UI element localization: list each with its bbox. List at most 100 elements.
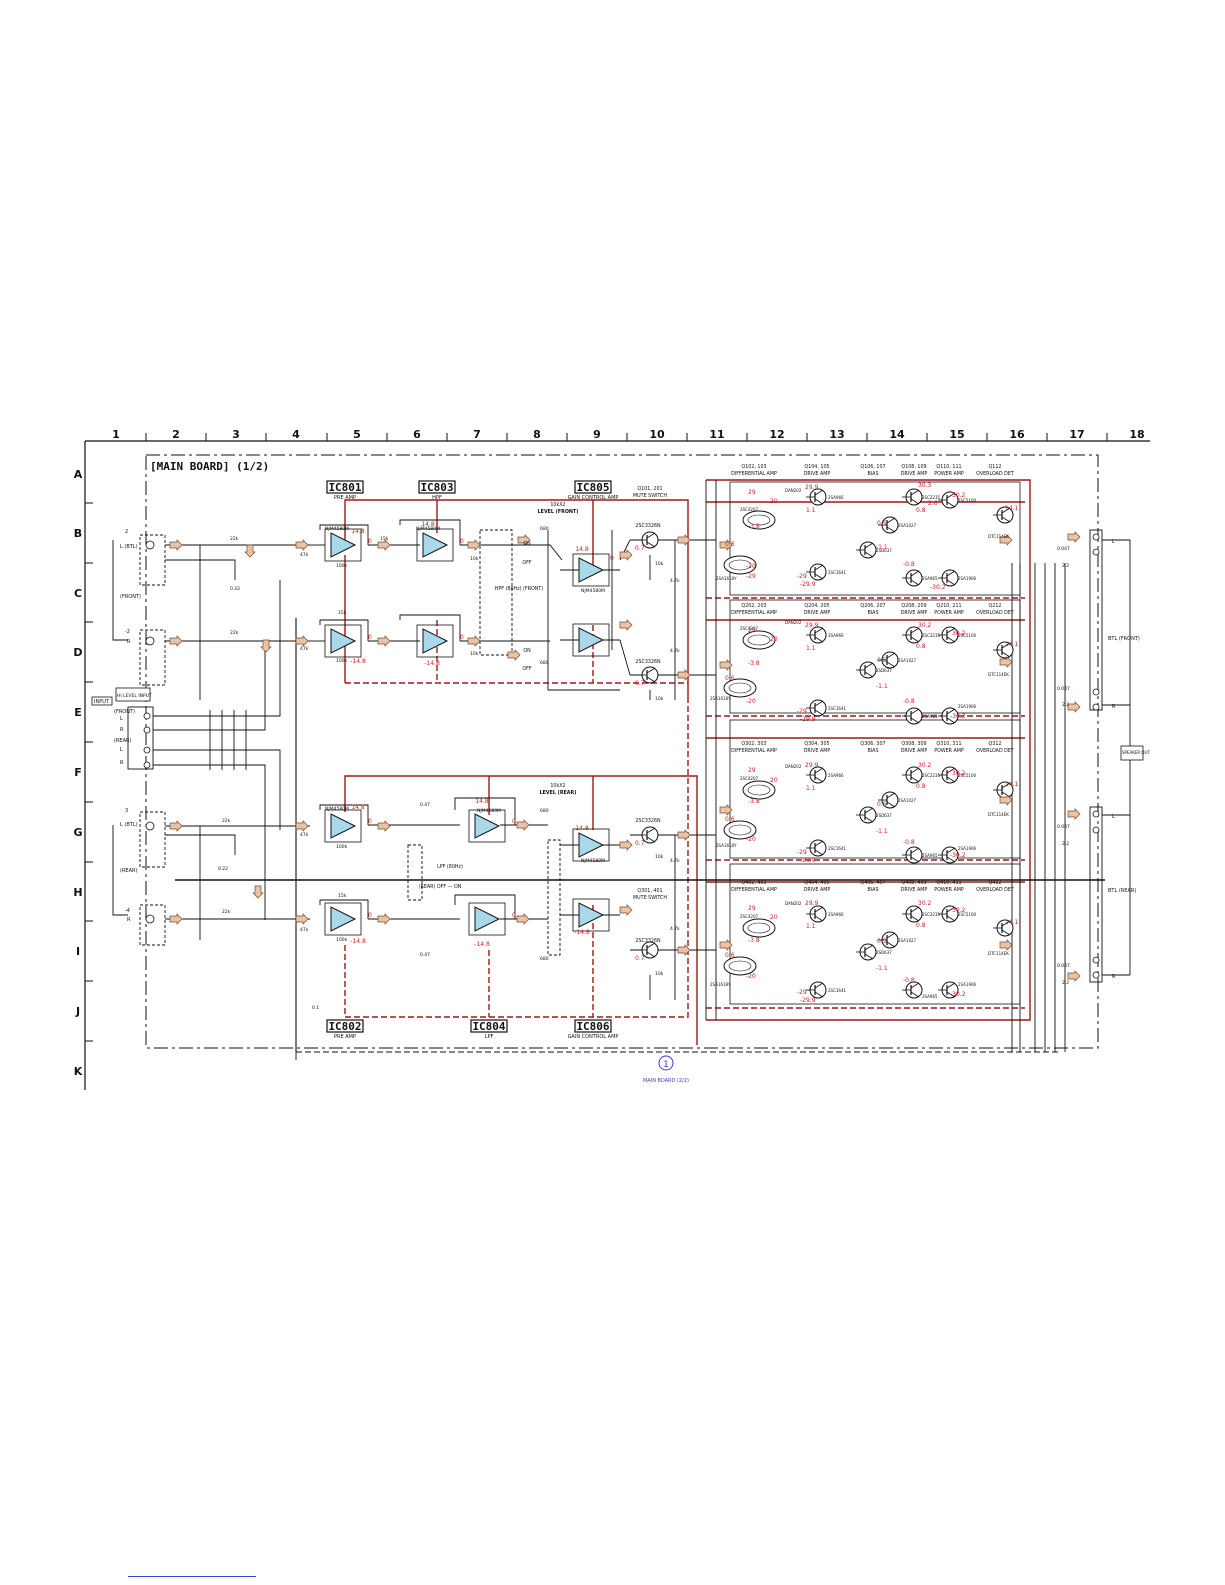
p-drv2-top-2: 2SC2235 (922, 633, 941, 638)
volt-ch2-o: 0.5 (877, 657, 887, 664)
diode-2: DAN202 (785, 620, 802, 625)
p-drv-top-1: 2SA966 (828, 495, 844, 500)
footer-link-underline (128, 1576, 256, 1577)
volt-out-4: 0 (368, 634, 372, 641)
voltage-readings: 29 20 29.9 1.1 -3.8 0.6 -20 -29 -29 -29.… (368, 482, 1019, 1004)
ch3-ovl: Q312 (989, 741, 1002, 747)
p-drv-bot-2: 2SC1641 (828, 706, 847, 711)
p-drv2-bot-4: 2SA965 (922, 994, 938, 999)
ch1-ovl: Q112 (989, 464, 1002, 470)
ic803-part: NJM4580M (416, 526, 440, 532)
ch3-power: Q310, 311 (936, 741, 961, 747)
switch-on-2: ON (523, 648, 531, 654)
out-l-front: L (1112, 539, 1115, 545)
ch3-ovl-func: OVERLOAD DET (976, 748, 1014, 754)
ch4-power: Q410, 411 (936, 880, 961, 886)
p-ovl-1: DTC114EK (988, 534, 1009, 539)
val-100k-1: 100k (336, 563, 348, 569)
p-pwr-top-1: 2SC5100 (958, 498, 977, 503)
row-label: E (74, 706, 82, 719)
val-047-3: 0.047 (1057, 824, 1070, 830)
ch2-drive2-func: DRIVE AMP (901, 610, 928, 616)
level-head-front: 10kX2 (550, 502, 565, 508)
component-values: 22k 22k 22k 22k 47k 47k 47k 47k 100k 100… (218, 526, 1070, 1011)
val-047c-2: 0.47 (420, 952, 430, 958)
ch1-drive-func: DRIVE AMP (804, 471, 831, 477)
volt-mute-4: 0.7 (635, 955, 645, 962)
ch2-drive2: Q208, 209 (901, 603, 926, 609)
p-diff-bot-3: 2SA1618Y (716, 843, 737, 848)
ch4-drive2-func: DRIVE AMP (901, 887, 928, 893)
val-47k-4: 47k (300, 927, 309, 933)
p-pwr-bot-3: 2SA1906 (958, 846, 977, 851)
volt-ch3-f: 0.6 (725, 816, 735, 823)
volt-ch3-l: 30.2 (952, 770, 966, 777)
col-label: 10 (649, 428, 665, 441)
volt-ch3-d: 1.1 (806, 785, 816, 792)
mute-q101: Q101, 201 (637, 486, 662, 492)
ch4-bias-func: BIAS (867, 887, 878, 893)
ch4-bias: Q406, 407 (860, 880, 885, 886)
p-pwr-bot-2: 2SA1906 (958, 704, 977, 709)
p-bias-2: 2SD637 (876, 668, 892, 673)
volt-ch3-r: -30.2 (950, 852, 966, 859)
val-47k-1: 47k (300, 552, 309, 558)
volt-ch1-h: -29 (746, 573, 756, 580)
ch4-power-func: POWER AMP (934, 887, 964, 893)
volt-ch2-p: -1.1 (876, 683, 888, 690)
connector-number: 1 (663, 1060, 669, 1070)
volt-mute-2: 0.7 (635, 680, 645, 687)
volt-ch1-i: -29 (797, 573, 807, 580)
hl-l-rear: L (120, 747, 123, 753)
val-047-1: 0.047 (1057, 546, 1070, 552)
volt-out-8: 0 (368, 912, 372, 919)
col-label: 5 (353, 428, 361, 441)
ic-supply-volts: 14.8 14.8 14.8 14.8 14.8 14.8 -14.8 -14.… (350, 521, 590, 948)
volt-ch4-o: 0.5 (877, 938, 887, 945)
row-label: G (73, 826, 82, 839)
volt-ch1-p: -1.1 (876, 544, 888, 551)
connector-label: MAIN BOARD (2/2) (643, 1078, 689, 1084)
volt-ch4-i: -29.9 (800, 997, 816, 1004)
volt-ch3-p: -1.1 (876, 828, 888, 835)
p-drv2-mid-1: 2SA1027 (898, 523, 917, 528)
p-diff-bot-1: 2SA1618Y (716, 576, 737, 581)
hl-front: (FRONT) (114, 709, 135, 715)
input-label: INPUT (94, 699, 110, 705)
pin-l-btl-rear: L (BTL) (120, 822, 138, 828)
ch2-diff-func: DIFFERENTIAL AMP (731, 610, 777, 616)
ch3-diff: Q302, 303 (741, 741, 766, 747)
val-15k-2: 15k (338, 610, 347, 616)
ic806-vcc: 14.8 (575, 825, 589, 832)
val-022-2: 0.22 (218, 866, 228, 872)
mute-func-1: MUTE SWITCH (633, 493, 667, 499)
col-label: 4 (292, 428, 300, 441)
val-10k-6: 10k (655, 971, 664, 977)
ch3-bias-func: BIAS (867, 748, 878, 754)
p-bias-1: 2SD637 (876, 548, 892, 553)
volt-ch2-i: -29.9 (800, 716, 816, 723)
volt-ch3-a: 29 (748, 767, 756, 774)
volt-ch4-s: 14.1 (1005, 919, 1019, 926)
val-47k-out-3: 4.7k (670, 858, 680, 864)
val-47k-out-4: 4.7k (670, 926, 680, 932)
row-label: H (73, 886, 82, 899)
col-label: 16 (1009, 428, 1025, 441)
volt-mute-3: 0.7 (635, 840, 645, 847)
ic801-func: PRE AMP (334, 495, 356, 501)
val-01: 0.1 (312, 1005, 319, 1011)
p-drv-bot-4: 2SC1641 (828, 988, 847, 993)
p-pwr-top-2: 2SC5100 (958, 633, 977, 638)
ch2-power-func: POWER AMP (934, 610, 964, 616)
board-title: [MAIN BOARD] (1/2) (150, 460, 269, 473)
row-label: B (74, 527, 82, 540)
wiring (112, 480, 1131, 1060)
volt-ch3-b: 20 (770, 777, 778, 784)
row-label: I (76, 945, 80, 958)
ch1-ovl-func: OVERLOAD DET (976, 471, 1014, 477)
input-jacks (143, 540, 155, 924)
volt-ch3-h: -29 (797, 849, 807, 856)
speaker-out: SPEAKER OUT (1122, 750, 1150, 755)
ch4-drive2: Q408, 409 (901, 880, 926, 886)
ch4-drive-func: DRIVE AMP (804, 887, 831, 893)
